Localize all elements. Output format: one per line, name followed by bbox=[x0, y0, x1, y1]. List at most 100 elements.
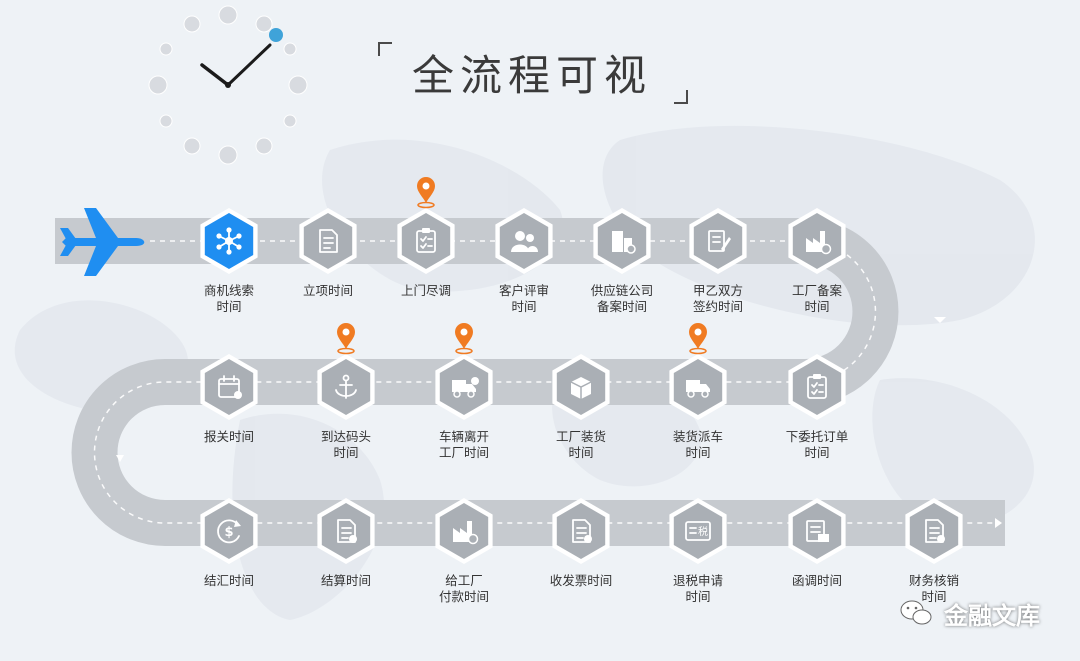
step-label-line: 结汇时间 bbox=[203, 573, 254, 588]
step-label-line: 工厂时间 bbox=[438, 445, 489, 460]
step-label-line: 时间 bbox=[804, 445, 830, 460]
step-hexagon bbox=[909, 503, 959, 559]
process-step bbox=[552, 354, 610, 420]
step-label-line: 报关时间 bbox=[203, 429, 254, 444]
process-step bbox=[552, 498, 610, 564]
process-step bbox=[689, 208, 747, 274]
step-hexagon bbox=[693, 213, 743, 269]
process-step bbox=[435, 354, 493, 420]
location-pin-icon bbox=[455, 323, 473, 355]
step-label: 客户评审时间 bbox=[464, 283, 584, 315]
step-hexagon bbox=[321, 503, 371, 559]
process-step bbox=[317, 354, 375, 420]
document-icon bbox=[319, 229, 338, 253]
step-label: 收发票时间 bbox=[521, 573, 641, 589]
step-label-line: 结算时间 bbox=[320, 573, 371, 588]
checklist-icon bbox=[416, 228, 436, 253]
step-label-line: 收发票时间 bbox=[549, 573, 613, 588]
page-title: 全流程可视 bbox=[412, 51, 653, 100]
process-step bbox=[593, 208, 651, 274]
step-label: 下委托订单时间 bbox=[757, 429, 877, 461]
step-label-line: 给工厂 bbox=[445, 573, 483, 588]
step-label-line: 签约时间 bbox=[692, 299, 743, 314]
step-label: 结算时间 bbox=[286, 573, 406, 589]
step-label-line: 时间 bbox=[333, 445, 359, 460]
process-step: 税 bbox=[669, 498, 727, 564]
wechat-icon bbox=[900, 600, 932, 625]
svg-text:$: $ bbox=[224, 525, 233, 540]
step-label-line: 时间 bbox=[685, 589, 711, 604]
step-label: 工厂备案时间 bbox=[757, 283, 877, 315]
step-hexagon bbox=[673, 503, 723, 559]
building-icon bbox=[612, 231, 636, 254]
step-label: 立项时间 bbox=[268, 283, 388, 299]
step-label-line: 时间 bbox=[568, 445, 594, 460]
step-hexagon bbox=[401, 213, 451, 269]
step-label: 装货派车时间 bbox=[638, 429, 758, 461]
network-icon bbox=[216, 227, 242, 255]
step-label-line: 时间 bbox=[216, 299, 242, 314]
step-label: 工厂装货时间 bbox=[521, 429, 641, 461]
process-step bbox=[397, 208, 455, 274]
factory-icon bbox=[806, 231, 832, 255]
step-hexagon bbox=[303, 213, 353, 269]
process-step bbox=[299, 208, 357, 274]
letter-icon bbox=[806, 520, 829, 542]
step-label-line: 退税申请 bbox=[672, 573, 723, 588]
calendar-icon bbox=[218, 375, 242, 399]
step-label-line: 时间 bbox=[511, 299, 537, 314]
road-center-line bbox=[93, 240, 995, 524]
step-label-line: 时间 bbox=[685, 445, 711, 460]
step-label-line: 工厂备案 bbox=[791, 283, 842, 298]
sign-icon bbox=[708, 230, 731, 252]
step-label-line: 备案时间 bbox=[596, 299, 647, 314]
watermark-text: 金融文库 bbox=[944, 602, 1040, 630]
process-step bbox=[495, 208, 553, 274]
clock-icon bbox=[148, 5, 308, 165]
svg-text:税: 税 bbox=[698, 525, 708, 538]
invoice-icon bbox=[337, 519, 357, 543]
step-label-line: 函调时间 bbox=[791, 573, 842, 588]
arrow-down-icon bbox=[116, 455, 124, 462]
yen-doc-icon bbox=[925, 519, 945, 543]
globe-icon bbox=[269, 28, 283, 42]
step-label-line: 到达码头 bbox=[320, 429, 371, 444]
tax-icon: 税 bbox=[685, 521, 711, 541]
step-label-line: 客户评审 bbox=[498, 283, 549, 298]
step-hexagon bbox=[556, 503, 606, 559]
step-label: 上门尽调 bbox=[366, 283, 486, 299]
step-label-line: 供应链公司 bbox=[590, 283, 654, 298]
process-step bbox=[200, 208, 258, 274]
step-label: 给工厂付款时间 bbox=[404, 573, 524, 605]
step-label-line: 时间 bbox=[921, 589, 947, 604]
step-label: 财务核销时间 bbox=[874, 573, 994, 605]
location-pin-icon bbox=[337, 323, 355, 355]
users-icon bbox=[511, 231, 538, 252]
step-hexagon bbox=[792, 359, 842, 415]
step-hexagon bbox=[204, 359, 254, 415]
receipt-icon bbox=[572, 519, 592, 543]
process-step: $ bbox=[200, 498, 258, 564]
box-icon bbox=[570, 377, 592, 399]
step-label: 车辆离开工厂时间 bbox=[404, 429, 524, 461]
step-hexagon bbox=[792, 503, 842, 559]
step-label-line: 工厂装货 bbox=[555, 429, 606, 444]
step-label-line: 装货派车 bbox=[672, 429, 723, 444]
process-step bbox=[788, 354, 846, 420]
step-label-line: 时间 bbox=[804, 299, 830, 314]
location-pin-icon bbox=[417, 177, 435, 209]
step-label: 到达码头时间 bbox=[286, 429, 406, 461]
location-pin-icon bbox=[689, 323, 707, 355]
process-step bbox=[669, 354, 727, 420]
step-label-line: 上门尽调 bbox=[400, 283, 451, 298]
step-label-line: 下委托订单 bbox=[785, 429, 849, 444]
process-step bbox=[788, 498, 846, 564]
step-hexagon bbox=[204, 503, 254, 559]
clipboard-icon bbox=[807, 374, 827, 399]
title-bracket-right bbox=[674, 90, 688, 104]
step-label-line: 车辆离开 bbox=[438, 429, 489, 444]
process-step bbox=[200, 354, 258, 420]
step-label: 结汇时间 bbox=[169, 573, 289, 589]
step-label: 函调时间 bbox=[757, 573, 877, 589]
